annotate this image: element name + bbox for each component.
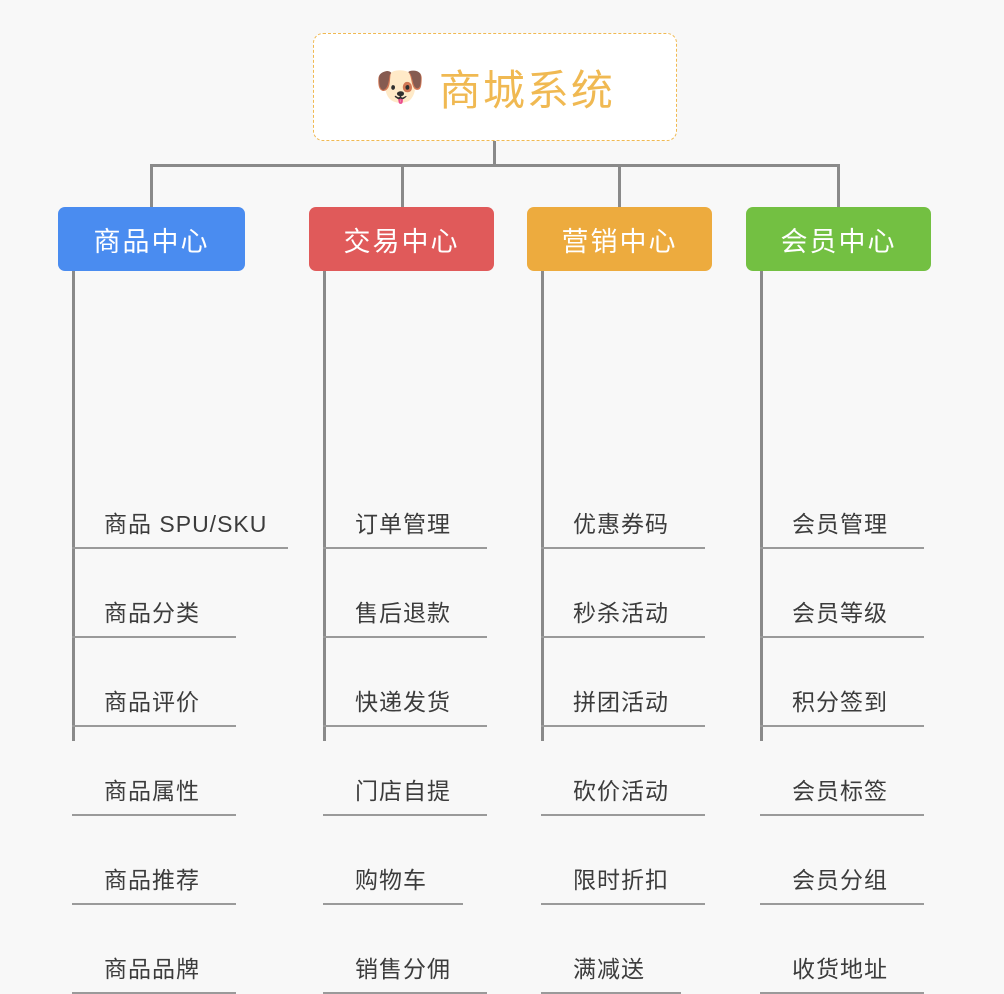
leaf-underline-1-3 [72,725,236,727]
branch-trunk-1 [72,271,75,741]
leaf-label-3-3: 拼团活动 [573,689,669,715]
leaf-item-4-5[interactable]: 会员分组 [760,816,924,905]
leaf-label-4-3: 积分签到 [792,689,888,715]
leaf-item-4-6[interactable]: 收货地址 [760,905,924,994]
leaf-label-1-5: 商品推荐 [104,867,200,893]
leaf-underline-3-1 [541,547,705,549]
leaf-label-1-1: 商品 SPU/SKU [104,511,268,537]
leaf-item-2-2[interactable]: 售后退款 [323,549,487,638]
leaf-item-4-4[interactable]: 会员标签 [760,727,924,816]
leaf-underline-4-3 [760,725,924,727]
branch-drop-connector-4 [837,164,840,209]
leaf-item-4-2[interactable]: 会员等级 [760,549,924,638]
leaf-label-1-6: 商品品牌 [104,956,200,982]
leaf-item-3-4[interactable]: 砍价活动 [541,727,705,816]
leaf-underline-4-2 [760,636,924,638]
leaf-item-2-3[interactable]: 快递发货 [323,638,487,727]
leaf-item-1-4[interactable]: 商品属性 [72,727,236,816]
leaf-item-3-6[interactable]: 满减送 [541,905,681,994]
leaf-label-2-1: 订单管理 [355,511,451,537]
root-node[interactable]: 🐶 商城系统 [313,33,677,141]
leaf-label-4-2: 会员等级 [792,600,888,626]
leaf-item-3-1[interactable]: 优惠券码 [541,460,705,549]
leaf-item-1-6[interactable]: 商品品牌 [72,905,236,994]
leaf-item-2-6[interactable]: 销售分佣 [323,905,487,994]
leaf-label-2-4: 门店自提 [355,778,451,804]
leaf-item-3-5[interactable]: 限时折扣 [541,816,705,905]
leaf-underline-3-3 [541,725,705,727]
leaf-item-1-5[interactable]: 商品推荐 [72,816,236,905]
leaf-underline-1-1 [72,547,288,549]
leaf-label-3-1: 优惠券码 [573,511,669,537]
leaf-label-4-4: 会员标签 [792,778,888,804]
leaf-label-3-2: 秒杀活动 [573,600,669,626]
branch-drop-connector-2 [401,164,404,209]
leaf-item-2-4[interactable]: 门店自提 [323,727,487,816]
leaf-underline-1-2 [72,636,236,638]
leaf-label-2-5: 购物车 [355,867,427,893]
category-header-4[interactable]: 会员中心 [746,207,931,271]
leaf-item-4-1[interactable]: 会员管理 [760,460,924,549]
category-header-2[interactable]: 交易中心 [309,207,494,271]
leaf-label-1-4: 商品属性 [104,778,200,804]
leaf-underline-3-4 [541,814,705,816]
leaf-label-3-4: 砍价活动 [573,778,669,804]
root-title: 商城系统 [438,66,615,114]
category-label-3: 营销中心 [561,226,678,257]
category-header-3[interactable]: 营销中心 [527,207,712,271]
leaf-underline-4-1 [760,547,924,549]
leaf-label-2-6: 销售分佣 [355,956,451,982]
leaf-label-3-6: 满减送 [573,956,645,982]
category-label-2: 交易中心 [343,226,460,257]
leaf-label-1-3: 商品评价 [104,689,200,715]
leaf-item-2-1[interactable]: 订单管理 [323,460,487,549]
leaf-item-2-5[interactable]: 购物车 [323,816,463,905]
branch-drop-connector-1 [150,164,153,209]
leaf-label-2-3: 快递发货 [355,689,451,715]
leaf-label-1-2: 商品分类 [104,600,200,626]
mindmap-canvas: 🐶 商城系统 商品中心 商品 SPU/SKU 商品分类 商品评价 商品属性 [58,33,931,994]
branch-drop-connector-3 [618,164,621,209]
leaf-item-4-3[interactable]: 积分签到 [760,638,924,727]
leaf-label-4-6: 收货地址 [792,956,888,982]
branch-trunk-4 [760,271,763,741]
leaf-item-3-3[interactable]: 拼团活动 [541,638,705,727]
root-stem-connector [493,141,496,167]
branch-trunk-3 [541,271,544,741]
leaf-underline-2-2 [323,636,487,638]
leaf-label-3-5: 限时折扣 [573,867,669,893]
leaf-label-2-2: 售后退款 [355,600,451,626]
branch-trunk-2 [323,271,326,741]
leaf-label-4-1: 会员管理 [792,511,888,537]
category-label-1: 商品中心 [93,226,210,257]
category-header-1[interactable]: 商品中心 [58,207,245,271]
dog-face-icon: 🐶 [375,65,425,109]
leaf-underline-3-2 [541,636,705,638]
leaf-item-1-3[interactable]: 商品评价 [72,638,236,727]
leaf-item-3-2[interactable]: 秒杀活动 [541,549,705,638]
leaf-item-1-1[interactable]: 商品 SPU/SKU [72,460,288,549]
leaf-underline-2-3 [323,725,487,727]
category-label-4: 会员中心 [780,226,897,257]
leaf-underline-2-1 [323,547,487,549]
leaf-underline-1-4 [72,814,236,816]
leaf-underline-2-4 [323,814,487,816]
leaf-underline-4-4 [760,814,924,816]
leaf-item-1-2[interactable]: 商品分类 [72,549,236,638]
leaf-label-4-5: 会员分组 [792,867,888,893]
horizontal-bus-connector [150,164,840,167]
